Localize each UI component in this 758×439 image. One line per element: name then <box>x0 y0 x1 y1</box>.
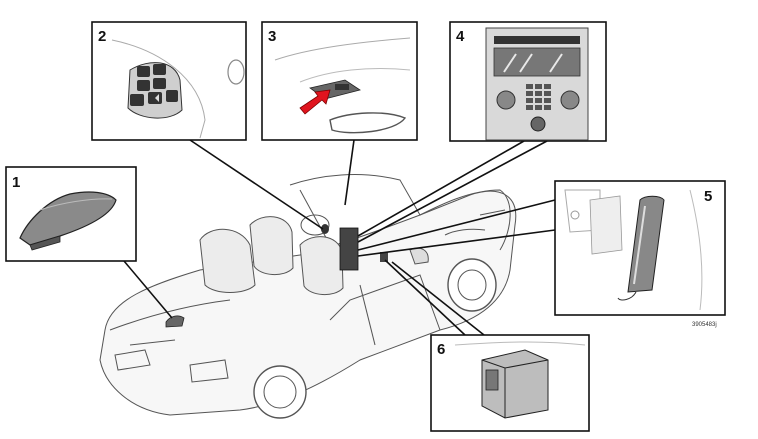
antenna-marker <box>165 315 185 328</box>
callout-number-6: 6 <box>437 341 445 358</box>
callout-number-3: 3 <box>268 28 276 45</box>
callout-4: 4 <box>449 21 607 142</box>
red-arrow-icon <box>299 89 331 115</box>
callout-5: 5 <box>554 180 726 316</box>
callout-2: 2 <box>91 21 247 141</box>
side-module-icon <box>564 189 703 311</box>
callout-number-1: 1 <box>12 174 20 191</box>
callout-number-4: 4 <box>456 28 465 45</box>
reference-code: 3905483j <box>692 322 717 328</box>
callout-3: 3 <box>261 21 418 141</box>
steering-wheel-keypad-icon <box>111 39 245 139</box>
center-console-marker <box>339 227 359 271</box>
antenna-icon <box>19 191 117 251</box>
center-console-icon <box>485 27 589 141</box>
callout-1: 1 <box>5 166 137 262</box>
control-module-icon <box>454 341 586 419</box>
callout-6: 6 <box>430 334 590 432</box>
steering-buttons-marker <box>321 224 329 234</box>
leader-lines <box>123 139 556 336</box>
glovebox-module-marker <box>380 252 388 262</box>
car-illustration <box>99 174 517 419</box>
callout-number-5: 5 <box>704 188 712 205</box>
callout-number-2: 2 <box>98 28 106 45</box>
